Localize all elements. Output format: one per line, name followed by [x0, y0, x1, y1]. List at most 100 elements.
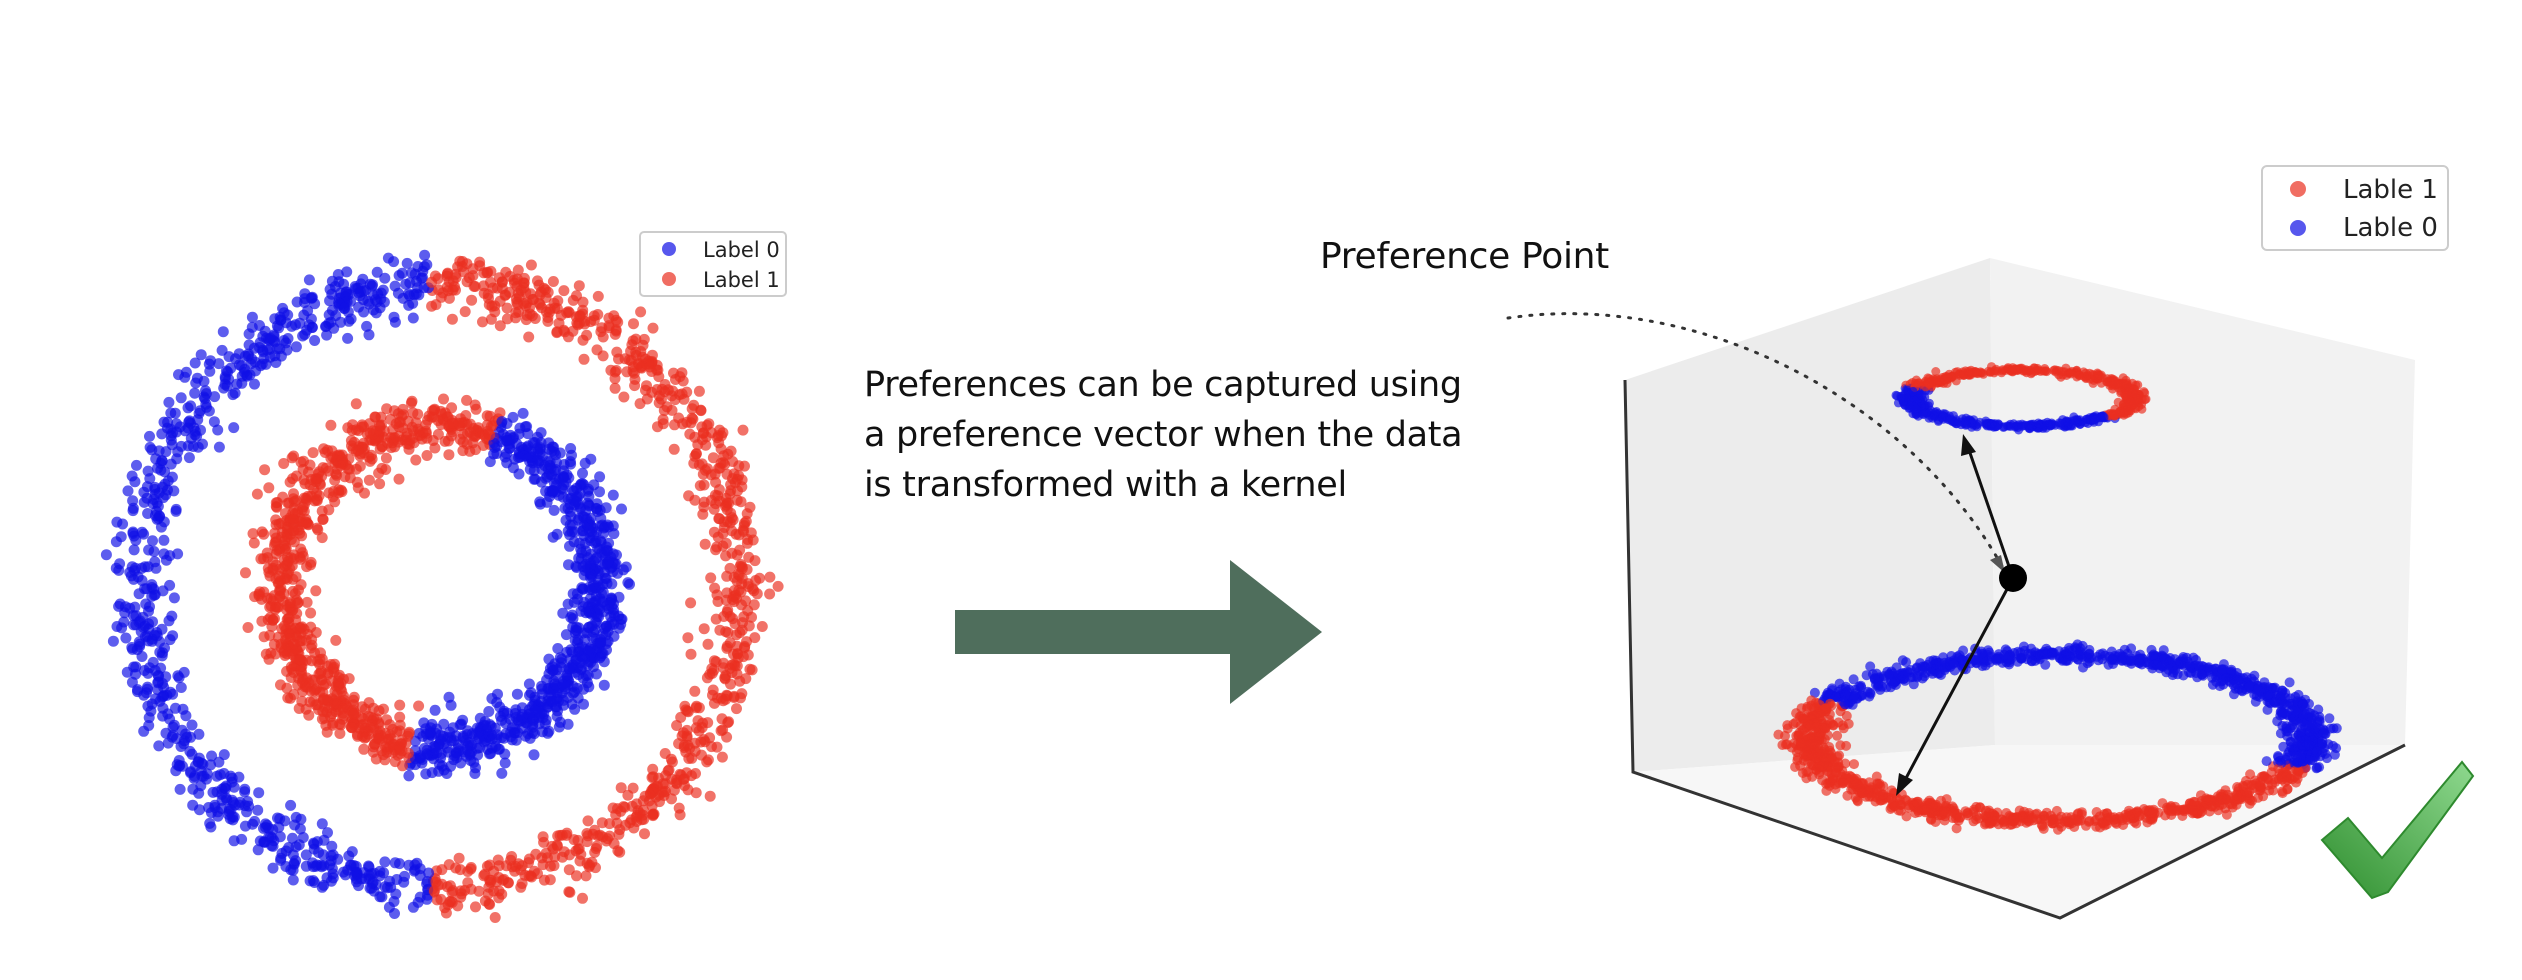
outer-ring-point	[734, 675, 746, 687]
outer-ring-point	[404, 290, 415, 302]
outer-ring-point	[137, 621, 149, 633]
outer-ring-point	[489, 912, 501, 923]
inner-ring-point	[624, 578, 635, 590]
outer-ring-point	[635, 306, 647, 318]
outer-ring-point	[481, 267, 493, 279]
outer-ring-point	[226, 772, 238, 784]
inner-ring-point	[501, 457, 513, 469]
bottom-ring-point	[1996, 814, 2007, 825]
outer-ring-point	[134, 641, 146, 652]
outer-ring-point	[713, 484, 725, 496]
inner-ring-point	[501, 435, 513, 447]
inner-ring-point	[563, 662, 575, 674]
inner-ring-point	[418, 743, 430, 754]
outer-ring-point	[164, 550, 176, 562]
inner-ring-point	[274, 590, 286, 602]
bottom-ring-point	[1882, 666, 1893, 677]
inner-ring-point	[616, 503, 627, 515]
inner-ring-point	[329, 496, 341, 508]
inner-ring-point	[528, 749, 540, 761]
outer-ring-point	[580, 870, 592, 882]
bottom-ring-point	[2295, 727, 2306, 738]
inner-ring-point	[577, 672, 589, 684]
bottom-ring-point	[1901, 811, 1912, 822]
outer-ring-point	[164, 579, 176, 591]
outer-ring-point	[171, 453, 183, 465]
inner-ring-point	[297, 674, 309, 686]
inner-ring-point	[352, 482, 364, 494]
inner-ring-point	[251, 488, 263, 500]
bottom-ring-point	[2117, 815, 2128, 826]
outer-ring-point	[185, 731, 197, 743]
outer-ring-point	[129, 601, 141, 613]
outer-ring-point	[243, 328, 255, 340]
outer-ring-point	[705, 427, 717, 439]
outer-ring-point	[220, 780, 232, 792]
inner-ring-point	[301, 561, 313, 573]
outer-ring-point	[742, 581, 754, 593]
inner-ring-point	[573, 622, 585, 634]
outer-ring-point	[153, 740, 165, 752]
inner-ring-point	[464, 445, 476, 457]
inner-ring-point	[554, 652, 566, 664]
outer-ring-point	[370, 307, 382, 319]
inner-ring-point	[591, 668, 602, 680]
inner-ring-point	[290, 614, 302, 626]
outer-ring-point	[637, 339, 649, 351]
outer-ring-point	[523, 331, 535, 343]
bottom-ring-point	[2057, 655, 2068, 666]
outer-ring-point	[682, 706, 694, 718]
inner-ring-point	[393, 473, 405, 485]
bottom-ring-point	[1824, 715, 1835, 725]
outer-ring-point	[228, 422, 240, 434]
bottom-ring-point	[2191, 668, 2202, 679]
outer-ring-point	[285, 799, 297, 811]
outer-ring-point	[260, 358, 272, 370]
inner-ring-point	[534, 707, 546, 719]
inner-ring-point	[541, 471, 553, 483]
outer-ring-point	[526, 871, 538, 883]
inner-ring-point	[565, 510, 577, 522]
inner-ring-point	[532, 454, 544, 466]
bottom-ring-point	[2038, 823, 2049, 834]
outer-ring-point	[125, 570, 137, 582]
inner-ring-point	[577, 467, 588, 479]
outer-ring-point	[140, 598, 152, 610]
bottom-ring-point	[2099, 820, 2110, 831]
outer-ring-point	[441, 268, 453, 280]
outer-ring-point	[740, 515, 752, 527]
inner-ring-point	[579, 634, 591, 646]
bottom-ring-point	[1901, 657, 1912, 668]
inner-ring-point	[522, 428, 534, 440]
outer-ring-point	[749, 632, 761, 644]
outer-ring-point	[741, 636, 752, 648]
outer-ring-point	[720, 550, 732, 562]
outer-ring-point	[667, 385, 679, 397]
inner-ring-point	[469, 399, 481, 411]
inner-ring-point	[347, 419, 359, 431]
outer-ring-point	[493, 272, 505, 284]
inner-ring-point	[378, 703, 389, 715]
bottom-ring-point	[1968, 816, 1979, 827]
bottom-ring-point	[2255, 781, 2266, 791]
outer-ring-point	[143, 720, 155, 731]
inner-ring-point	[354, 460, 366, 472]
outer-ring-point	[163, 396, 175, 408]
transform-arrow	[955, 560, 1322, 704]
inner-ring-point	[255, 553, 267, 565]
bottom-ring-point	[1811, 732, 1822, 743]
inner-ring-point	[486, 733, 498, 745]
inner-ring-point	[358, 743, 370, 755]
outer-ring-point	[658, 405, 670, 416]
inner-ring-point	[363, 474, 375, 486]
bottom-ring-point	[1944, 660, 1955, 671]
outer-ring-point	[399, 870, 410, 882]
outer-ring-point	[455, 885, 467, 897]
inner-ring-point	[376, 745, 388, 757]
outer-ring-point	[548, 860, 560, 872]
outer-ring-point	[265, 831, 276, 843]
inner-ring-point	[598, 679, 610, 691]
outer-ring-point	[187, 799, 199, 811]
outer-ring-point	[450, 272, 462, 283]
inner-ring-point	[287, 514, 299, 526]
